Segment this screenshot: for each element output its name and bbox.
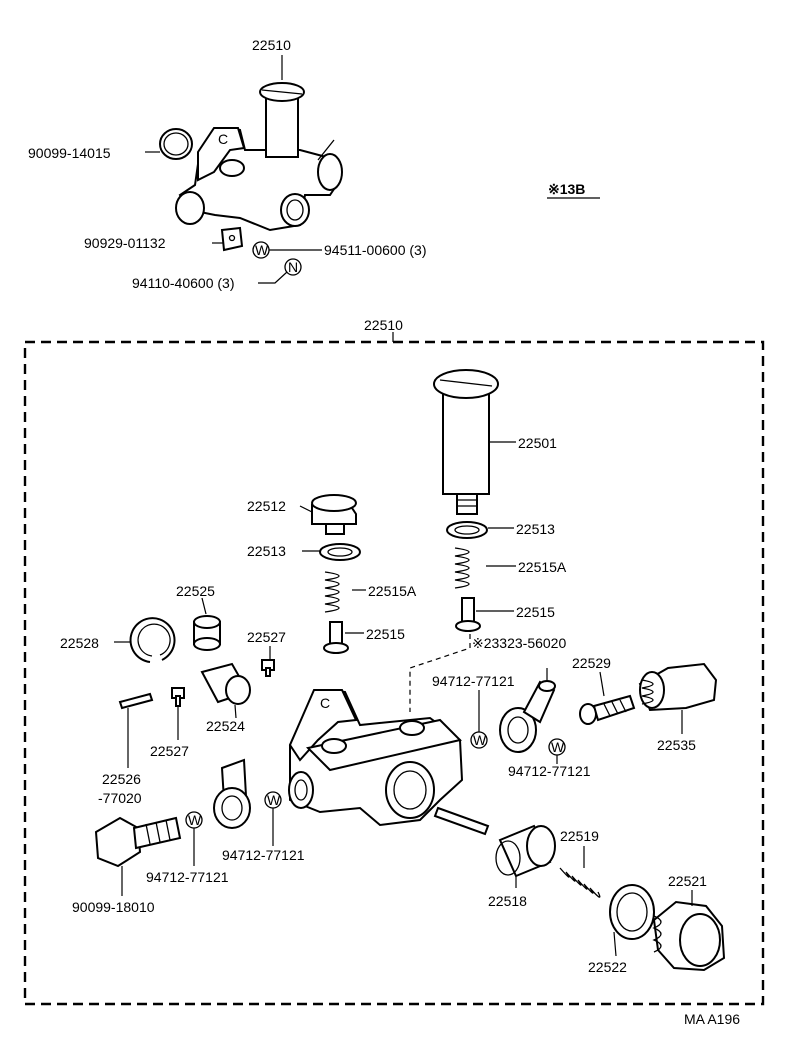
label-22526: 22526 bbox=[102, 771, 141, 787]
label-22521: 22521 bbox=[668, 873, 707, 889]
label-90929-01132: 90929-01132 bbox=[84, 235, 166, 251]
exploded-view: 22510 22501 22513 22515A 22515 ※23 bbox=[23, 317, 765, 1006]
part-22535-fitting bbox=[638, 662, 718, 712]
svg-text:N: N bbox=[288, 259, 298, 275]
top-assembly: C W N 22510 90099-14015 bbox=[28, 37, 600, 291]
label-22524: 22524 bbox=[206, 718, 245, 734]
label-94511-00600: 94511-00600 (3) bbox=[324, 242, 426, 258]
part-90099-18010-bolt bbox=[94, 816, 182, 868]
label-22501: 22501 bbox=[518, 435, 557, 451]
assembly-boundary bbox=[23, 340, 765, 1006]
body-mark-c: C bbox=[320, 695, 330, 711]
label-22515-left: 22515 bbox=[366, 626, 405, 642]
label-90099-14015: 90099-14015 bbox=[28, 145, 111, 161]
top-pump-cylinder bbox=[265, 94, 299, 158]
top-flange-mark: C bbox=[218, 131, 228, 147]
label-22513-left: 22513 bbox=[247, 543, 286, 559]
label-22515-right: 22515 bbox=[516, 604, 555, 620]
part-22501-pump-cylinder bbox=[433, 369, 499, 515]
label-22513-right: 22513 bbox=[516, 521, 555, 537]
label-22525: 22525 bbox=[176, 583, 215, 599]
part-22524-bracket bbox=[200, 662, 251, 705]
label-22527-upper: 22527 bbox=[247, 629, 286, 645]
part-main-pump-body: C bbox=[288, 688, 464, 827]
part-22518-sleeve bbox=[495, 824, 556, 878]
svg-text:W: W bbox=[551, 739, 565, 755]
label-94712-77121-d: 94712-77121 bbox=[508, 763, 591, 779]
label-22515a-right: 22515A bbox=[518, 559, 567, 575]
part-22526-pin bbox=[118, 692, 154, 710]
top-right-fitting bbox=[317, 153, 343, 191]
part-22512-plug bbox=[311, 494, 357, 535]
part-22515-valve-right bbox=[455, 597, 481, 632]
part-lever-left bbox=[213, 758, 251, 829]
part-22519-spring bbox=[559, 867, 601, 898]
part-22527-pin-lower bbox=[171, 687, 185, 707]
diagram-code: MA A196 bbox=[684, 1011, 740, 1027]
part-22513-gasket-right bbox=[446, 521, 488, 539]
top-left-plug bbox=[175, 191, 205, 225]
part-22525-bushing bbox=[193, 615, 221, 651]
svg-text:W: W bbox=[255, 242, 269, 258]
label-22528: 22528 bbox=[60, 635, 99, 651]
label-22510-exploded: 22510 bbox=[364, 317, 403, 333]
label-22512: 22512 bbox=[247, 498, 286, 514]
part-22529-screw bbox=[579, 694, 636, 725]
top-body-fastener bbox=[219, 159, 245, 177]
label-23323-56020: ※23323-56020 bbox=[472, 635, 566, 651]
top-flange bbox=[197, 127, 246, 182]
part-22515a-spring-right bbox=[454, 547, 470, 589]
part-22515-valve-left bbox=[323, 621, 349, 654]
top-nut-n-icon bbox=[284, 258, 302, 276]
label-94712-77121-c: 94712-77121 bbox=[432, 673, 515, 689]
label-22526-suffix: -77020 bbox=[98, 790, 142, 806]
label-94712-77121-b: 94712-77121 bbox=[146, 869, 229, 885]
part-body-pin bbox=[433, 806, 490, 836]
label-22522: 22522 bbox=[588, 959, 627, 975]
label-94110-40600: 94110-40600 (3) bbox=[132, 275, 234, 291]
top-front-port bbox=[280, 193, 310, 227]
label-22510-top: 22510 bbox=[252, 37, 291, 53]
label-22515a-left: 22515A bbox=[368, 583, 417, 599]
svg-text:W: W bbox=[188, 812, 202, 828]
ref-note-13b: ※13B bbox=[548, 181, 585, 197]
label-22518: 22518 bbox=[488, 893, 527, 909]
label-90099-18010: 90099-18010 bbox=[72, 899, 155, 915]
label-22535: 22535 bbox=[657, 737, 696, 753]
svg-text:W: W bbox=[473, 732, 487, 748]
label-94712-77121-a: 94712-77121 bbox=[222, 847, 305, 863]
top-bracket bbox=[220, 226, 244, 252]
part-22513-gasket-left bbox=[319, 543, 361, 561]
svg-text:W: W bbox=[267, 792, 281, 808]
part-banjo-fitting bbox=[499, 680, 556, 753]
part-22515a-spring-left bbox=[324, 571, 340, 613]
label-22527-lower: 22527 bbox=[150, 743, 189, 759]
label-22529: 22529 bbox=[572, 655, 611, 671]
part-22521-plug bbox=[652, 900, 726, 972]
label-22519: 22519 bbox=[560, 828, 599, 844]
part-22527-pin-upper bbox=[261, 659, 275, 677]
